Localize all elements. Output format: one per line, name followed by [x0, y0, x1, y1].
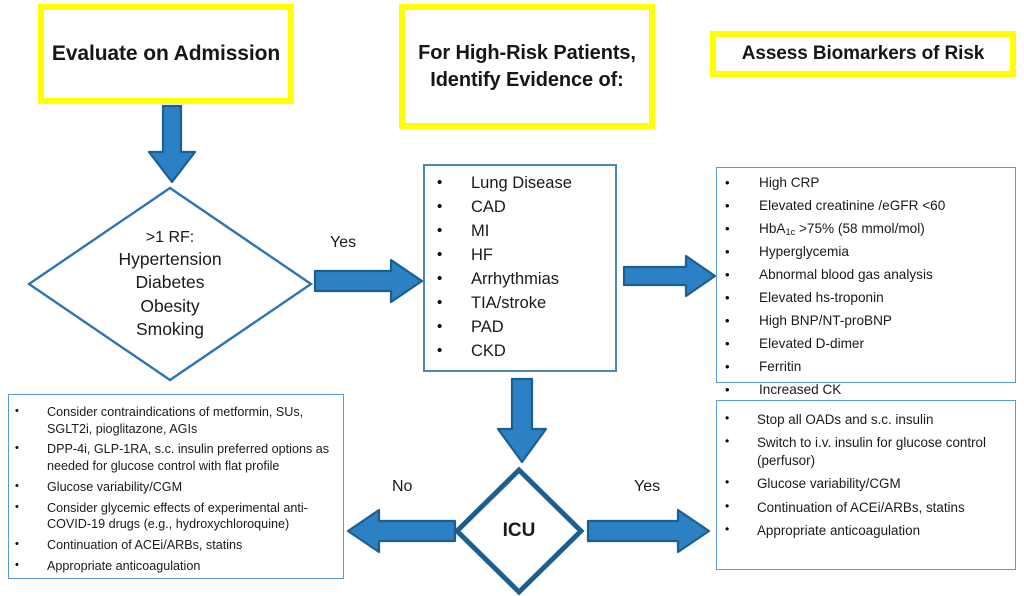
bullet-icon: •: [725, 411, 730, 425]
bullet-icon: •: [725, 382, 730, 397]
list-item: •PAD: [437, 318, 504, 336]
list-item: •Hyperglycemia: [725, 244, 849, 259]
list-item: •Glucose variability/CGM: [725, 475, 901, 492]
list-item: •Continuation of ACEi/ARBs, statins: [725, 498, 965, 515]
bullet-icon: •: [725, 267, 730, 282]
list-item: •CAD: [437, 198, 506, 216]
header-evaluate-on-admission: Evaluate on Admission: [38, 4, 294, 104]
non-icu-management-list: •Consider contraindications of metformin…: [9, 404, 343, 575]
header-admission-text: Evaluate on Admission: [51, 42, 281, 65]
edge-label-yes-risk-factors: Yes: [330, 234, 357, 251]
bullet-icon: •: [15, 558, 19, 571]
decision-icu-text: ICU: [502, 520, 536, 541]
decision-risk-factors: >1 RF: Hypertension Diabetes Obesity Smo…: [26, 185, 314, 383]
list-item: •Elevated D-dimer: [725, 336, 865, 351]
list-item: •Stop all OADs and s.c. insulin: [725, 411, 934, 427]
bullet-icon: •: [15, 442, 19, 455]
list-evidence-of: •Lung Disease •CAD •MI •HF •Arrhythmias …: [423, 164, 617, 372]
diamond-shape-risk-factors: [26, 186, 314, 382]
bullet-icon: •: [437, 222, 443, 239]
list-biomarkers-of-risk: •High CRP •Elevated creatinine /eGFR <60…: [716, 167, 1016, 396]
arrow-evidence-to-icu: [496, 377, 548, 464]
list-item: •High CRP: [725, 175, 820, 190]
evidence-list: •Lung Disease •CAD •MI •HF •Arrhythmias …: [425, 175, 615, 367]
header-high-risk-patients: For High-Risk Patients, Identify Evidenc…: [399, 4, 655, 129]
bullet-icon: •: [437, 174, 443, 191]
bullet-icon: •: [437, 342, 443, 359]
header-assess-biomarkers: Assess Biomarkers of Risk: [710, 31, 1016, 77]
rf-line-4: Obesity: [140, 295, 200, 316]
icu-management-list: •Stop all OADs and s.c. insulin •Switch …: [717, 411, 1015, 540]
bullet-icon: •: [725, 221, 730, 236]
list-item: •CKD: [437, 342, 506, 360]
bullet-icon: •: [725, 336, 730, 351]
header-high-risk-line1: For High-Risk Patients,: [418, 42, 636, 65]
bullet-icon: •: [437, 318, 443, 335]
rf-line-5: Smoking: [135, 318, 205, 339]
list-item: •Continuation of ACEi/ARBs, statins: [15, 538, 243, 553]
bullet-icon: •: [437, 270, 443, 287]
list-item: •High BNP/NT-proBNP: [725, 313, 892, 328]
list-item: •Glucose variability/CGM: [15, 479, 183, 494]
list-item: •Arrhythmias: [437, 270, 560, 288]
bullet-icon: •: [725, 475, 730, 490]
list-item: •Ferritin: [725, 359, 802, 374]
bullet-icon: •: [725, 434, 730, 449]
list-item: •DPP-4i, GLP-1RA, s.c. insulin preferred…: [15, 442, 330, 474]
list-item: •Increased CK: [725, 382, 842, 397]
list-item: •Switch to i.v. insulin for glucose cont…: [725, 434, 986, 468]
header-high-risk-line2: Identify Evidence of:: [430, 68, 624, 91]
bullet-icon: •: [725, 359, 730, 374]
arrow-admission-to-risk-factors: [147, 104, 197, 184]
list-item-hba1c: • HbA1c >75% (58 mmol/mol): [717, 222, 1015, 245]
hba1c-text: HbA1c >75% (58 mmol/mol): [759, 221, 925, 238]
list-icu-management: •Stop all OADs and s.c. insulin •Switch …: [716, 400, 1016, 570]
list-item: •Appropriate anticoagulation: [15, 558, 201, 573]
header-high-risk-text: For High-Risk Patients, Identify Evidenc…: [418, 40, 636, 93]
bullet-icon: •: [437, 198, 443, 215]
bullet-icon: •: [437, 246, 443, 263]
bullet-icon: •: [725, 290, 730, 305]
arrow-icu-no-to-management: [346, 508, 457, 554]
bullet-icon: •: [725, 198, 730, 213]
list-item: •Lung Disease: [437, 174, 572, 192]
decision-risk-factors-text: >1 RF: Hypertension Diabetes Obesity Smo…: [118, 227, 221, 340]
list-item: •Abnormal blood gas analysis: [725, 267, 933, 282]
rf-line-2: Hypertension: [118, 249, 222, 270]
bullet-icon: •: [15, 538, 19, 551]
list-item: •Elevated hs-troponin: [725, 290, 884, 305]
bullet-icon: •: [15, 405, 19, 417]
rf-line-1: >1 RF:: [145, 229, 195, 247]
biomarkers-list: •High CRP •Elevated creatinine /eGFR <60…: [717, 176, 1015, 406]
list-item: •MI: [437, 222, 490, 240]
bullet-icon: •: [437, 294, 443, 311]
bullet-icon: •: [725, 498, 730, 513]
list-item: •Appropriate anticoagulation: [725, 522, 921, 539]
arrow-icu-yes-to-management: [586, 508, 711, 554]
edge-label-yes-icu: Yes: [634, 478, 661, 495]
arrow-risk-factors-to-evidence: [313, 258, 424, 304]
bullet-icon: •: [725, 522, 730, 537]
bullet-icon: •: [15, 500, 19, 513]
bullet-icon: •: [725, 175, 730, 190]
arrow-evidence-to-biomarkers: [622, 254, 717, 298]
bullet-icon: •: [725, 244, 730, 259]
list-item: •Consider contraindications of metformin…: [15, 405, 304, 436]
list-item: •TIA/stroke: [437, 294, 547, 312]
list-non-icu-management: •Consider contraindications of metformin…: [8, 394, 344, 579]
list-item: •Elevated creatinine /eGFR <60: [725, 198, 946, 213]
rf-line-3: Diabetes: [135, 272, 205, 293]
bullet-icon: •: [15, 479, 19, 492]
diamond-shape-icu: [453, 466, 585, 596]
edge-label-no-icu: No: [392, 478, 413, 495]
list-item: •Consider glycemic effects of experiment…: [15, 500, 308, 532]
bullet-icon: •: [725, 313, 730, 328]
header-biomarkers-text: Assess Biomarkers of Risk: [741, 43, 985, 64]
decision-icu: ICU: [453, 466, 585, 596]
hba1c-subscript: 1c: [785, 227, 796, 238]
list-item: •HF: [437, 246, 493, 264]
